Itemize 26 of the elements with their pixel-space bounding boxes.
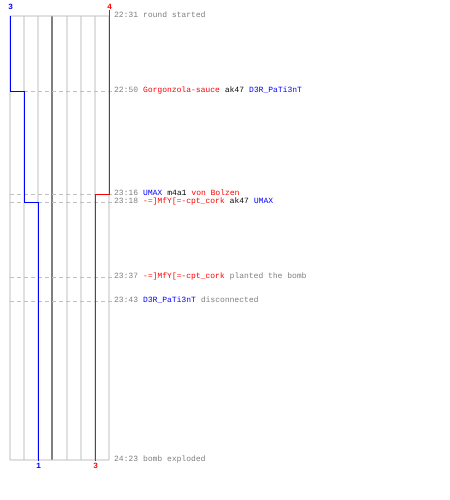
event-time: 22:31 — [114, 11, 138, 21]
player-name: D3R_PaTi3nT — [143, 296, 196, 306]
player-name: -=]MfY[=-cpt_cork — [143, 272, 225, 282]
player-name: D3R_PaTi3nT — [249, 86, 302, 96]
event-time: 23:18 — [114, 197, 138, 207]
event-text: bomb exploded — [143, 455, 206, 465]
player-name: UMAX — [143, 189, 162, 198]
event-text: planted the bomb — [230, 272, 306, 282]
event-time: 22:50 — [114, 86, 138, 96]
player-name: von Bolzen — [191, 189, 240, 198]
player-count: 3 — [8, 3, 13, 13]
player-name: UMAX — [254, 197, 274, 207]
event-time: 23:43 — [114, 296, 138, 306]
event-time: 24:23 — [114, 455, 138, 465]
event-text: round started — [143, 11, 206, 21]
event-text: disconnected — [200, 296, 258, 306]
player-count: 1 — [36, 462, 41, 472]
player-count: 4 — [107, 3, 112, 13]
player-count: 3 — [93, 462, 98, 472]
weapon-name: ak47 — [224, 86, 244, 96]
weapon-name: ak47 — [230, 197, 249, 207]
weapon-name: m4a1 — [167, 189, 186, 198]
event-time: 23:16 — [114, 189, 138, 198]
player-name: -=]MfY[=-cpt_cork — [143, 197, 225, 207]
event-time: 23:37 — [114, 272, 138, 282]
player-name: Gorgonzola-sauce — [143, 86, 220, 96]
